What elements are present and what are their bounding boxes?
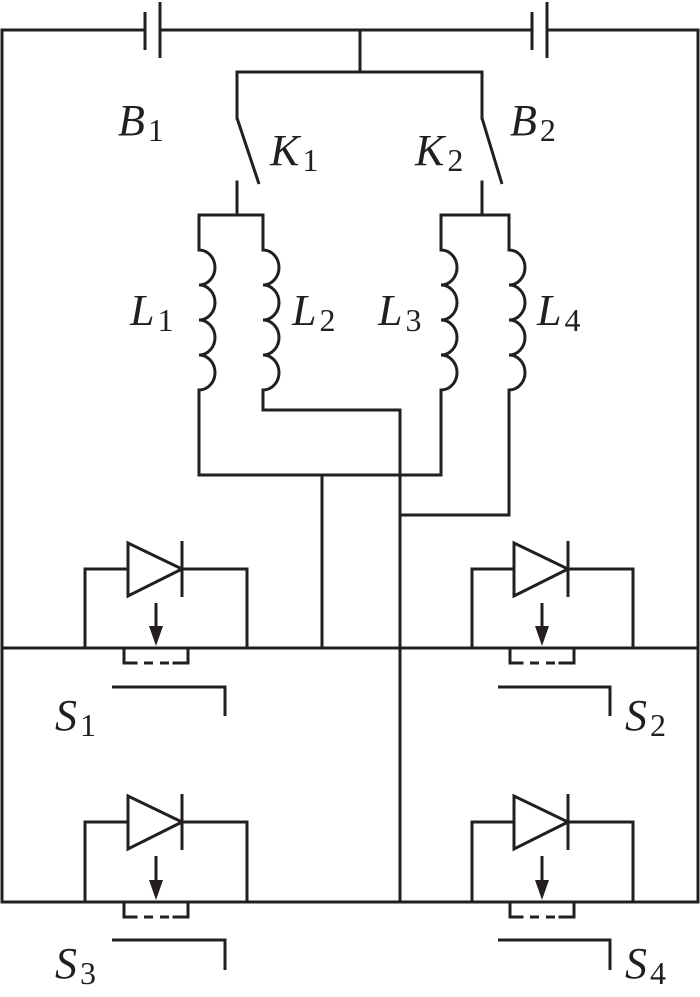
diode-s1 [126, 540, 186, 599]
label-s1: S1 [55, 691, 96, 743]
label-b2: B2 [510, 96, 556, 148]
label-b1-letter: B [118, 96, 145, 145]
label-s2-letter: S [625, 691, 647, 740]
label-k2-sub: 2 [447, 142, 463, 178]
inductor-l2 [262, 248, 281, 392]
inductor-l1 [198, 248, 217, 392]
label-k2: K2 [414, 126, 463, 178]
switch-k2 [480, 117, 504, 217]
transistor-s1 [83, 540, 249, 716]
label-k1-sub: 1 [302, 142, 318, 178]
label-b1-sub: 1 [148, 112, 164, 148]
label-l1-sub: 1 [157, 302, 173, 338]
switch-k1 [235, 117, 261, 217]
inductor-l3 [440, 248, 459, 392]
diode-s2 [512, 540, 572, 599]
label-l3: L3 [377, 286, 421, 338]
transistor-s2 [470, 540, 635, 716]
label-k1-letter: K [269, 126, 302, 175]
diode-s4 [512, 793, 572, 852]
diode-s3 [126, 793, 186, 852]
label-k1: K1 [269, 126, 318, 178]
label-l4-sub: 4 [564, 302, 580, 338]
label-s3-letter: S [55, 939, 77, 988]
label-l2: L2 [291, 286, 335, 338]
label-b1: B1 [118, 96, 164, 148]
label-l1: L1 [129, 286, 173, 338]
label-s4: S4 [625, 939, 666, 991]
label-l2-sub: 2 [319, 302, 335, 338]
coil-group-2 [398, 213, 527, 517]
label-k2-letter: K [414, 126, 447, 175]
label-s2-sub: 2 [650, 707, 666, 743]
transistor-s3 [83, 793, 249, 970]
label-l4: L4 [536, 286, 580, 338]
outer-frame [0, 28, 700, 904]
transistor-s4 [470, 793, 635, 970]
label-s1-sub: 1 [80, 707, 96, 743]
label-l4-letter: L [536, 286, 561, 335]
coil-group-1 [197, 213, 402, 477]
label-l3-letter: L [377, 286, 402, 335]
label-s3: S3 [55, 939, 96, 991]
label-s4-letter: S [625, 939, 647, 988]
label-l1-letter: L [129, 286, 154, 335]
label-b2-sub: 2 [540, 112, 556, 148]
junction-wires [197, 473, 443, 650]
battery-b1 [143, 2, 162, 58]
label-b2-letter: B [510, 96, 537, 145]
label-l3-sub: 3 [405, 302, 421, 338]
battery-b2 [530, 2, 549, 58]
inductor-l4 [508, 248, 527, 392]
label-s4-sub: 4 [650, 955, 666, 991]
switch-feed [235, 28, 484, 120]
label-s1-letter: S [55, 691, 77, 740]
label-l2-letter: L [291, 286, 316, 335]
label-s3-sub: 3 [80, 955, 96, 991]
label-s2: S2 [625, 691, 666, 743]
